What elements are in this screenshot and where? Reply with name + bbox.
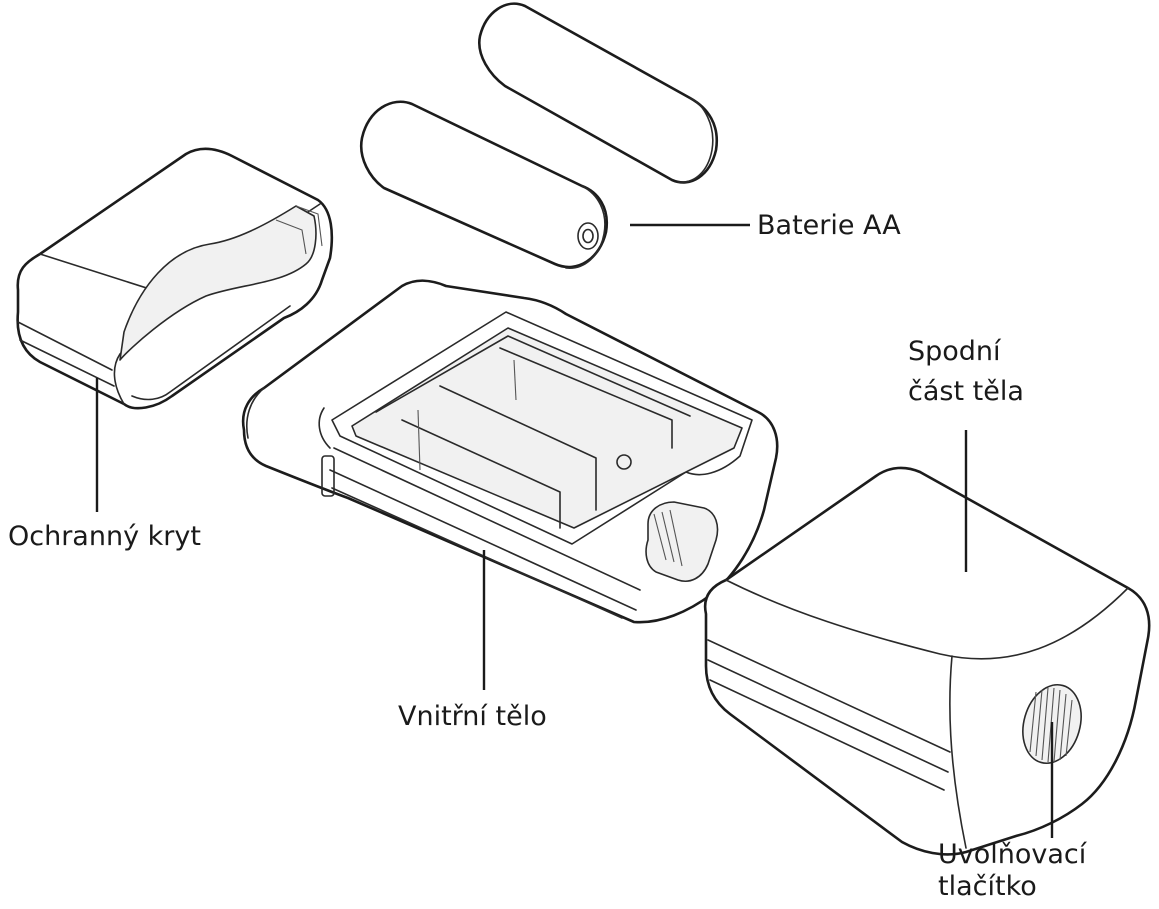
- label-release-button-line1: Uvolňovací: [938, 839, 1087, 870]
- label-inner-body: Vnitřní tělo: [398, 701, 547, 732]
- aa-batteries: [359, 2, 719, 269]
- bottom-body: [703, 466, 1151, 856]
- battery-back: [478, 2, 719, 184]
- label-bottom-body-line1: Spodní: [908, 336, 1001, 367]
- label-bottom-body-line2: část těla: [908, 376, 1024, 407]
- inner-body: [241, 279, 779, 624]
- label-release-button-line2: tlačítko: [938, 871, 1037, 902]
- label-batteries: Baterie AA: [757, 210, 901, 241]
- battery-front: [359, 100, 609, 269]
- protective-cover: [16, 147, 334, 410]
- label-protective-cover: Ochranný kryt: [8, 521, 201, 552]
